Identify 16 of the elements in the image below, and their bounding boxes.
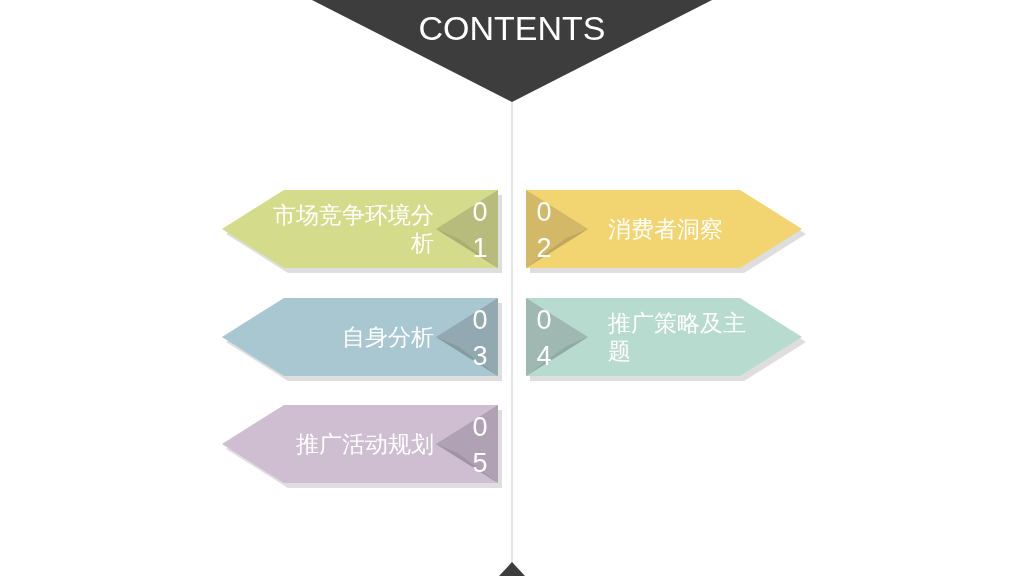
arrow-banner (222, 405, 502, 489)
section-title: 推广活动规划 (295, 430, 434, 458)
title: CONTENTS (417, 8, 607, 48)
section-title: 市场竞争环境分析 (272, 201, 434, 257)
arrow-banner (222, 298, 502, 382)
section-number: 02 (535, 196, 553, 265)
section-title: 消费者洞察 (608, 215, 724, 243)
section-title: 自身分析 (341, 323, 434, 351)
arrow-banner (222, 190, 502, 274)
section-number: 04 (535, 304, 553, 373)
section-number: 03 (471, 304, 489, 373)
arrow-banner (526, 190, 806, 274)
section-number: 01 (471, 196, 489, 265)
section-title: 推广策略及主题 (608, 309, 747, 365)
arrow-banner (526, 298, 806, 382)
section-number: 05 (471, 411, 489, 480)
